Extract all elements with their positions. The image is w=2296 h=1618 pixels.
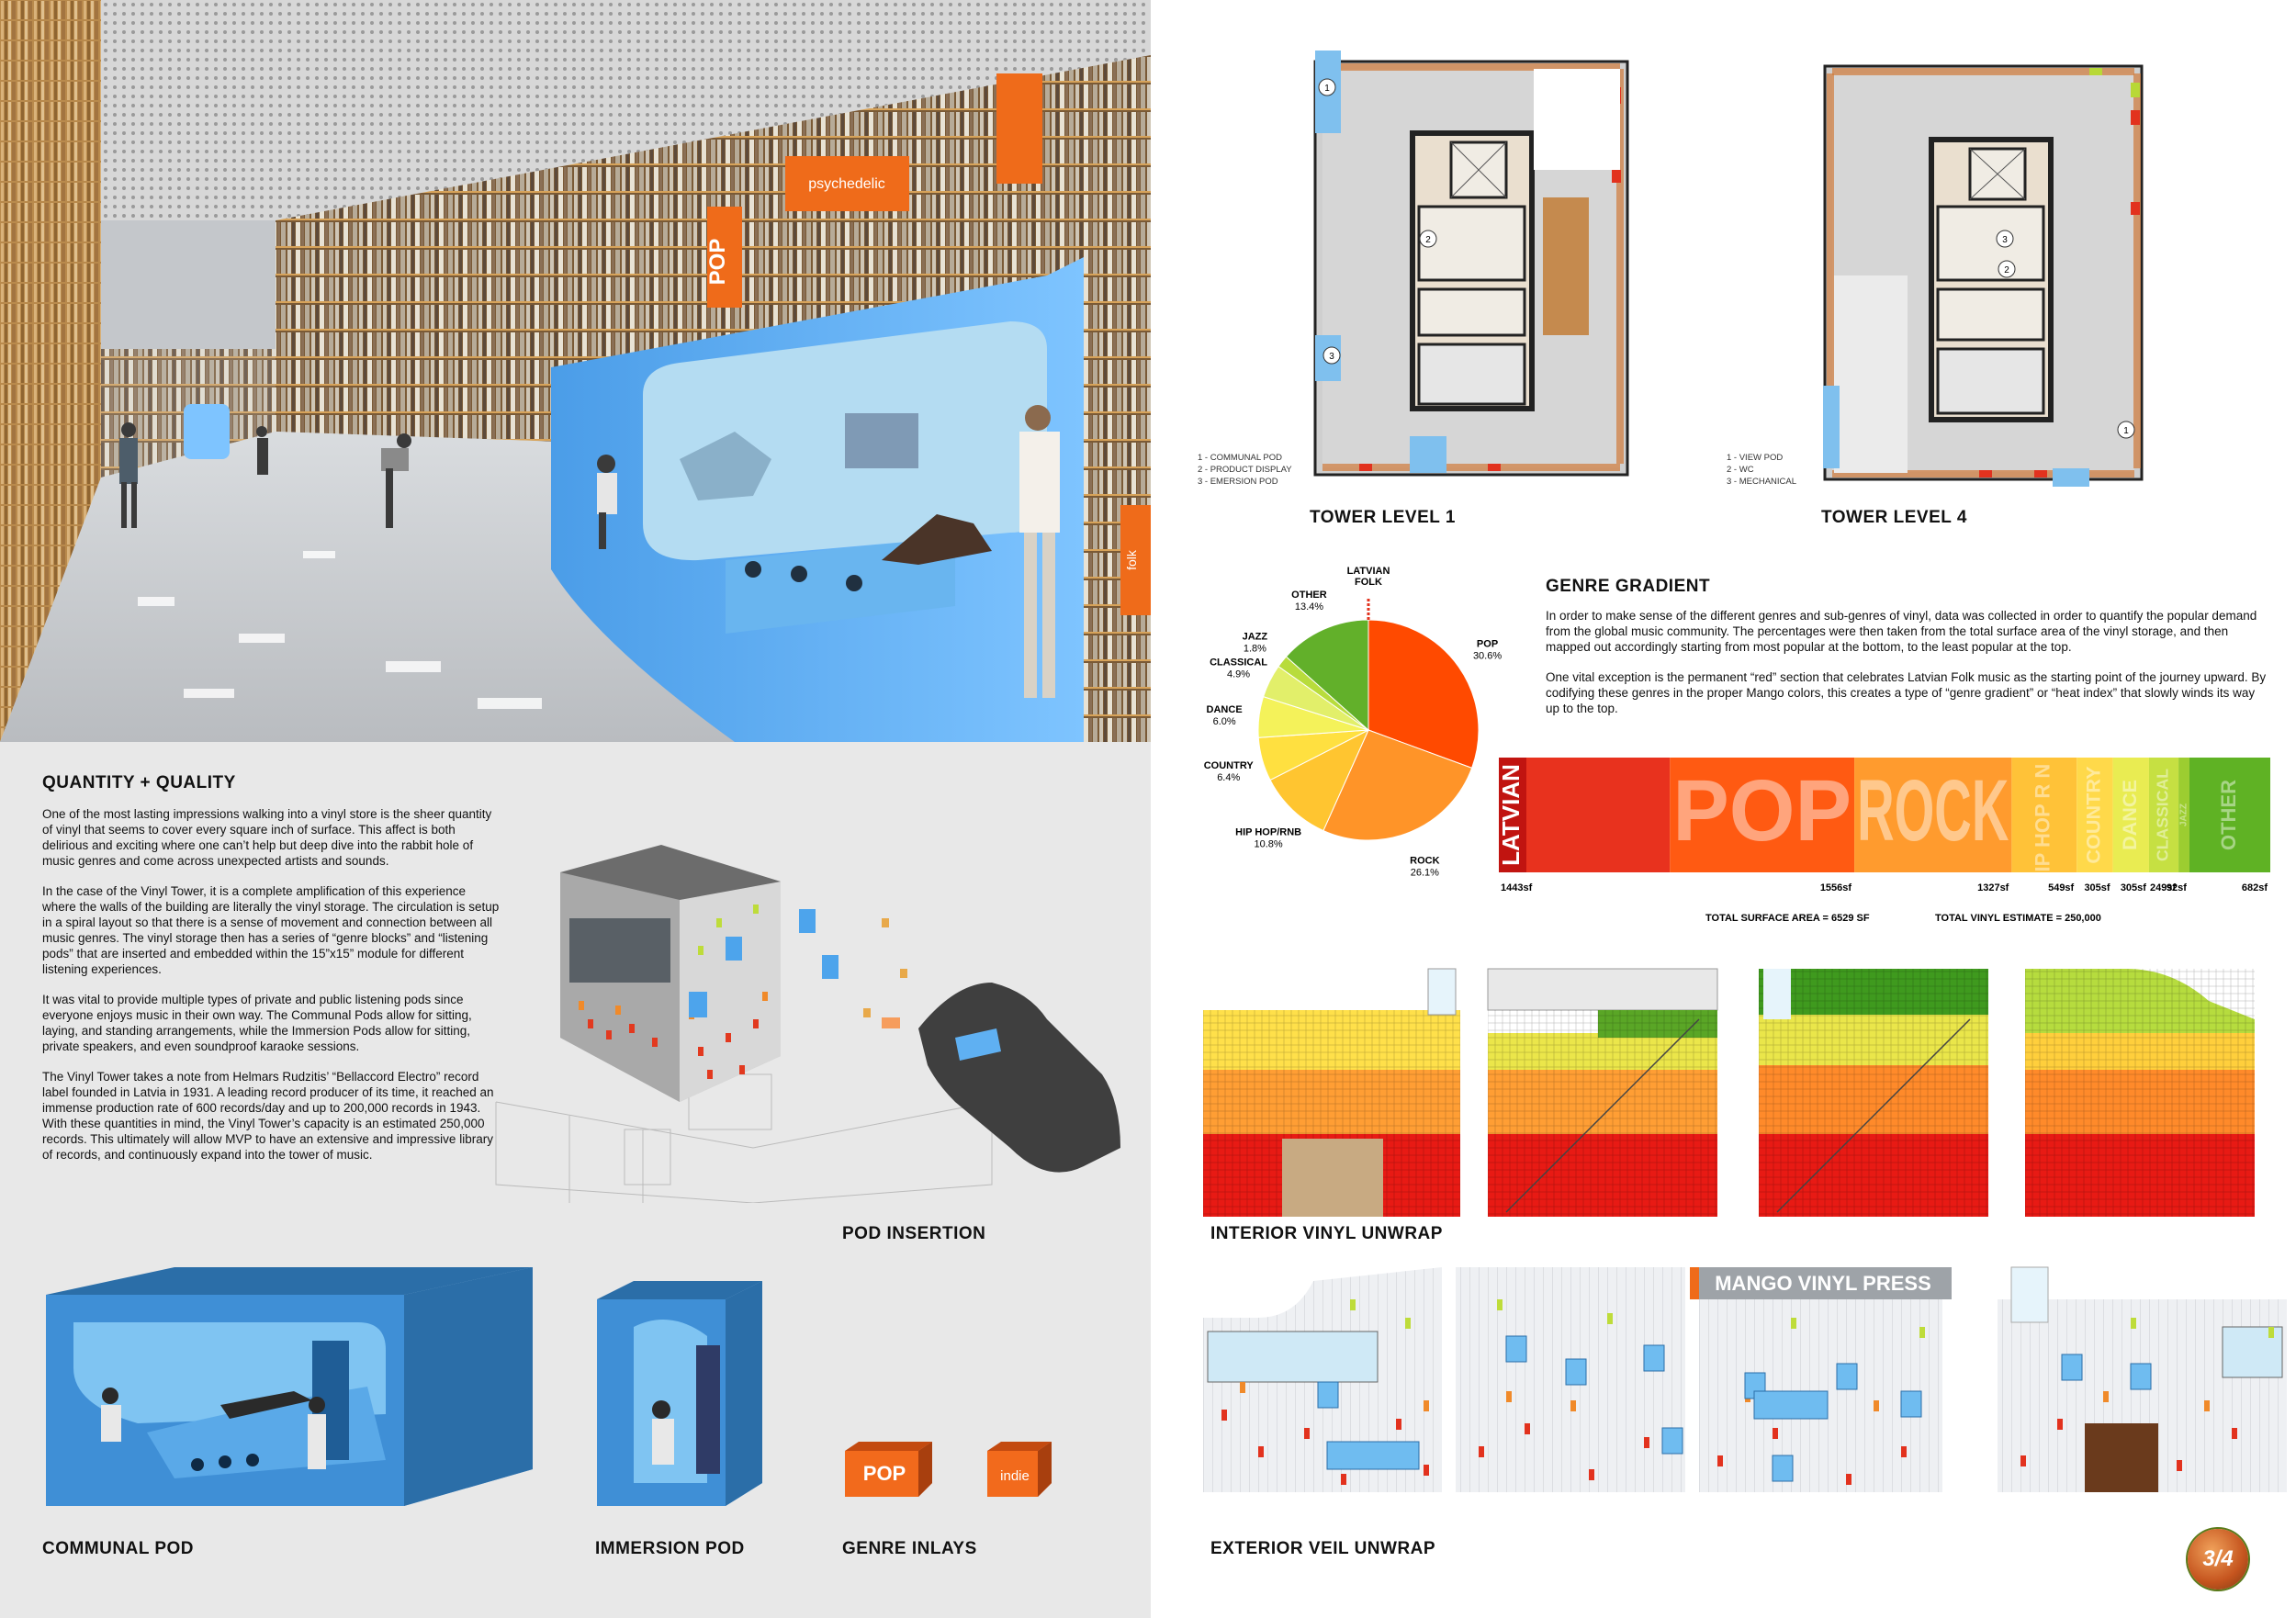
legend-item: 1 - VIEW POD [1727, 453, 1784, 463]
gradient-sf-label: 682sf [2242, 882, 2268, 893]
interior-perspective-render: POP psychedelic folk [0, 0, 1151, 742]
pie-slice-hip-hop-rnb [1269, 728, 1370, 832]
genre-inlays-diagram: POP indie [845, 1442, 1052, 1497]
gradient-segment-label: CLASSICAL [2154, 769, 2172, 861]
plan-1-legend: 1 - COMMUNAL POD 2 - PRODUCT DISPLAY 3 -… [1198, 452, 1292, 488]
gradient-segment [2112, 758, 2149, 872]
gradient-segment-label: DANCE [2118, 780, 2141, 850]
pie-slice-pop [1367, 619, 1480, 769]
gradient-segment [2011, 758, 2077, 872]
gradient-sf-label: 1327sf [1977, 882, 2009, 893]
gradient-segment [2148, 758, 2179, 872]
page-number-badge: 3/4 [2188, 1529, 2248, 1590]
paragraph: One of the most lasting impressions walk… [42, 807, 492, 868]
immersion-pod-caption: IMMERSION POD [595, 1539, 745, 1558]
legend-item: 2 - PRODUCT DISPLAY [1198, 465, 1292, 475]
tower-level-4-caption: TOWER LEVEL 4 [1821, 508, 1967, 527]
interior-vinyl-unwrap [1203, 968, 2255, 1217]
genre-gradient-text: In order to make sense of the different … [1546, 608, 2271, 731]
pop-sign: POP [705, 239, 730, 286]
tower-level-4-plan: 1 2 3 [1823, 64, 2144, 487]
interior-unwrap-caption: INTERIOR VINYL UNWRAP [1210, 1224, 1443, 1243]
legend-item: 1 - COMMUNAL POD [1198, 453, 1283, 463]
tower-level-1-plan: 1 2 3 [1304, 51, 1635, 482]
gradient-segment [1854, 758, 2012, 872]
legend-item: 2 - WC [1727, 465, 1754, 475]
gradient-sf-label: 305sf [2084, 882, 2110, 893]
psychedelic-sign: psychedelic [808, 176, 885, 192]
gradient-segment-label: LATVIAN [1499, 764, 1525, 866]
gradient-segment [2077, 758, 2113, 872]
immersion-pod-diagram [597, 1281, 762, 1506]
gradient-segment [2189, 758, 2270, 872]
communal-pod-diagram [46, 1267, 533, 1506]
render-illustration: POP psychedelic folk [0, 0, 1151, 742]
legend-item: 3 - EMERSION POD [1198, 477, 1278, 487]
gradient-sf-label: 1443sf [1501, 882, 1533, 893]
pop-inlay-label: POP [863, 1462, 906, 1485]
gradient-sf-label: 249sf [2150, 882, 2176, 893]
plan-marker: 3 [1329, 352, 1334, 362]
plan-marker: 1 [2123, 426, 2129, 436]
latvian-band [1499, 758, 1526, 872]
total-surface-area: TOTAL SURFACE AREA = 6529 SF [1705, 913, 1870, 924]
gradient-segment-label: ROCK [1857, 762, 2009, 860]
gradient-segment-label: JAZZ [2179, 803, 2189, 826]
folk-sign: folk [1124, 549, 1139, 570]
gradient-sf-label: 549sf [2048, 882, 2074, 893]
gradient-segment [2178, 758, 2189, 872]
legend-item: 3 - MECHANICAL [1727, 477, 1797, 487]
communal-pod-caption: COMMUNAL POD [42, 1539, 195, 1558]
plan-marker: 2 [1425, 235, 1431, 245]
plan-4-legend: 1 - VIEW POD 2 - WC 3 - MECHANICAL [1727, 452, 1796, 488]
exterior-veil-unwrap: MANGO VINYL PRESS [1203, 1266, 2287, 1492]
paragraph: One vital exception is the permanent “re… [1546, 670, 2267, 715]
quantity-quality-title: QUANTITY + QUALITY [42, 773, 236, 792]
paragraph: It was vital to provide multiple types o… [42, 993, 472, 1053]
gradient-segment-label: HIP HOP R N B [2032, 758, 2054, 886]
gradient-segment-label: COUNTRY [2082, 766, 2105, 864]
gradient-sf-label: 92sf [2167, 882, 2187, 893]
gradient-segment-label: POP [1672, 762, 1851, 860]
tower-level-1-caption: TOWER LEVEL 1 [1310, 508, 1456, 527]
paragraph: In the case of the Vinyl Tower, it is a … [42, 884, 500, 976]
gradient-segment-label: OTHER [2217, 780, 2240, 850]
genre-gradient-title: GENRE GRADIENT [1546, 577, 1711, 596]
pie-slice-rock [1322, 729, 1473, 841]
plan-marker: 3 [2002, 235, 2008, 245]
gradient-segment [1670, 758, 1855, 872]
quantity-quality-text: One of the most lasting impressions walk… [42, 806, 501, 1177]
gradient-sf-label: 305sf [2121, 882, 2146, 893]
indie-inlay-label: indie [1000, 1468, 1030, 1484]
paragraph: The Vinyl Tower takes a note from Helmar… [42, 1070, 494, 1162]
gradient-sf-label: 1556sf [1820, 882, 1852, 893]
plan-marker: 2 [2004, 265, 2009, 275]
pie-slice-other [1285, 619, 1369, 732]
gradient-segment [1499, 758, 1671, 872]
pod-insertion-caption: POD INSERTION [842, 1224, 986, 1243]
total-vinyl-estimate: TOTAL VINYL ESTIMATE = 250,000 [1935, 913, 2101, 924]
plan-marker: 1 [1324, 84, 1330, 94]
brand-banner: MANGO VINYL PRESS [1715, 1272, 1931, 1295]
genre-inlays-caption: GENRE INLAYS [842, 1539, 977, 1558]
pod-insertion-diagram [495, 845, 1120, 1203]
paragraph: In order to make sense of the different … [1546, 609, 2257, 654]
exterior-unwrap-caption: EXTERIOR VEIL UNWRAP [1210, 1539, 1436, 1558]
